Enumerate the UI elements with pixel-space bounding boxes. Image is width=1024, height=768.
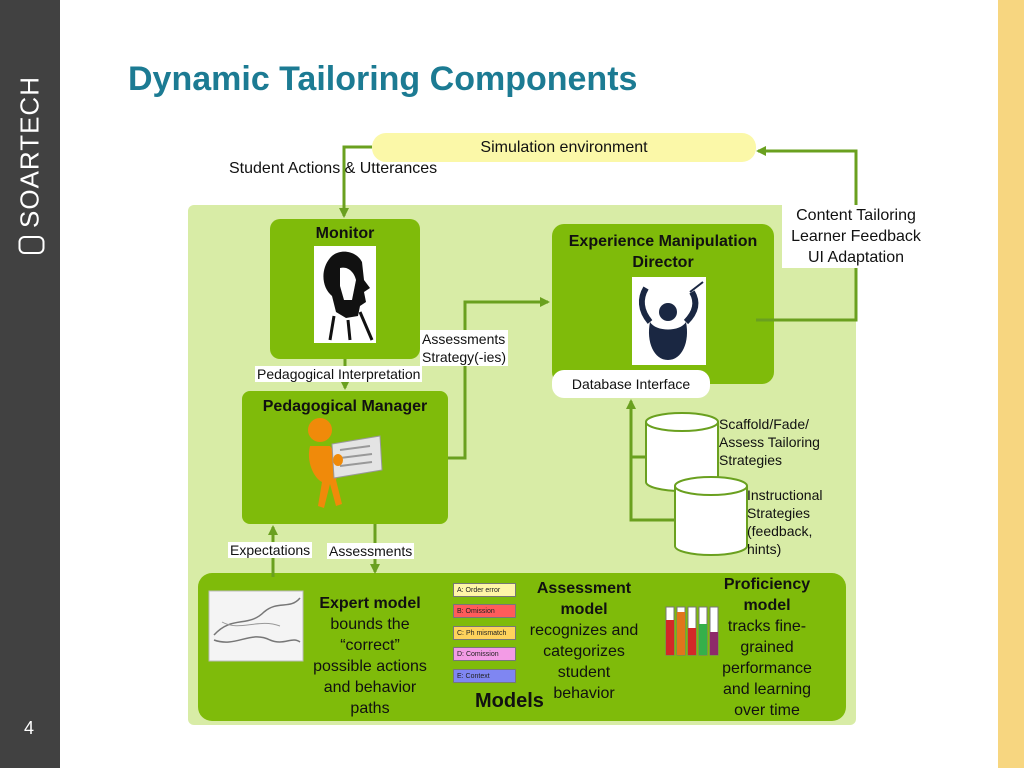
sidebar: SOARTECH 4 xyxy=(0,0,60,768)
pedagogical-manager-title: Pedagogical Manager xyxy=(262,398,428,415)
arrow-sim-to-monitor xyxy=(339,145,372,218)
emd-title: Experience Manipulation Director xyxy=(568,233,758,271)
monitor-face-icon xyxy=(314,246,376,343)
expectations-label: Expectations xyxy=(228,542,313,558)
database-interface-box xyxy=(552,370,710,398)
monitor-title: Monitor xyxy=(315,225,375,242)
scaffold-strategies-label: Scaffold/Fade/ Assess Tailoring Strategi… xyxy=(719,416,820,468)
legend-item-e: E: Context xyxy=(453,669,516,683)
legend-item-b: B: Omission xyxy=(453,604,516,618)
assessments-strategy-label: Assessments Strategy(-ies) xyxy=(420,330,509,366)
expert-model-title: Expert model xyxy=(319,595,421,612)
arrow-pm-to-emd xyxy=(448,297,550,460)
assessment-model-text: Assessment model recognizes and categori… xyxy=(529,580,639,702)
database-interface-label: Database Interface xyxy=(571,376,691,392)
legend-item-c: C: Ph mismatch xyxy=(453,626,516,640)
simulation-environment-label: Simulation environment xyxy=(480,139,648,156)
expert-model-map-image xyxy=(208,590,304,662)
reading-person-icon xyxy=(308,418,383,508)
pedagogical-interpretation-label: Pedagogical Interpretation xyxy=(255,366,423,382)
slide-title: Dynamic Tailoring Components xyxy=(128,60,638,98)
proficiency-bars-chart xyxy=(665,606,719,656)
expert-model-text: Expert model bounds the “correct” possib… xyxy=(300,593,440,719)
models-label: Models xyxy=(475,690,544,712)
database-cylinder-instructional xyxy=(674,476,748,556)
simulation-environment-box xyxy=(372,133,756,162)
legend-item-a: A: Order error xyxy=(453,583,516,597)
legend-item-d: D: Comission xyxy=(453,647,516,661)
conductor-icon xyxy=(632,277,706,365)
student-actions-label: Student Actions & Utterances xyxy=(229,160,438,177)
page-number: 4 xyxy=(24,718,35,738)
arrow-cyl2-to-db xyxy=(629,457,675,522)
content-tailoring-label: Content Tailoring Learner Feedback UI Ad… xyxy=(782,205,930,268)
right-accent-bar xyxy=(998,0,1024,768)
proficiency-model-text: Proficiency model tracks fine- grained p… xyxy=(722,576,812,719)
instructional-strategies-label: Instructional Strategies (feedback, hint… xyxy=(747,487,823,557)
database-cylinder-scaffold xyxy=(645,412,719,492)
assessments-label: Assessments xyxy=(327,543,415,559)
